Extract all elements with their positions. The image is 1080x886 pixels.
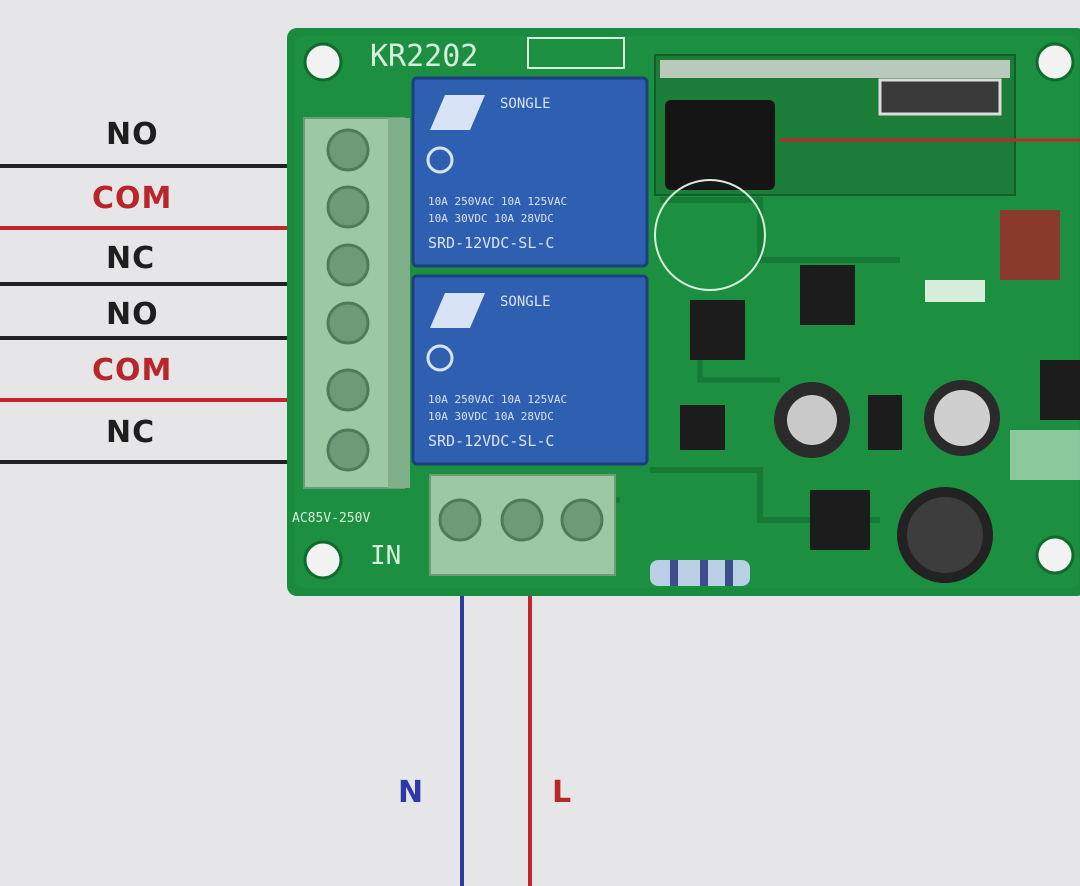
relay-rating-1: 10A 250VAC 10A 125VAC: [428, 195, 567, 208]
input-wires: [460, 585, 532, 886]
terminal-screw: [500, 498, 544, 542]
board-model-label: KR2202: [370, 39, 478, 74]
terminal-screw: [326, 185, 370, 229]
relay-rating-2: 10A 30VDC 10A 28VDC: [428, 410, 554, 423]
label-com-1: COM: [92, 181, 173, 216]
relay-part-number: SRD-12VDC-SL-C: [428, 432, 554, 450]
mounting-hole: [303, 42, 343, 82]
rf-receiver-module: [654, 54, 1080, 291]
board-voltage-label: AC85V-250V: [292, 511, 370, 526]
terminal-screw: [326, 428, 370, 472]
mounting-hole: [1035, 535, 1075, 575]
relay-part-number: SRD-12VDC-SL-C: [428, 234, 554, 252]
relay-rating-1: 10A 250VAC 10A 125VAC: [428, 393, 567, 406]
input-terminal-block: [429, 474, 616, 576]
output-terminal-block: [303, 117, 410, 489]
label-no-2: NO: [106, 297, 159, 332]
capacitor: [774, 380, 1000, 583]
terminal-screw: [438, 498, 482, 542]
relay-1: SONGLE 10A 250VAC 10A 125VAC 10A 30VDC 1…: [411, 76, 649, 268]
relay-brand: SONGLE: [500, 96, 551, 112]
board-power-label: IN: [370, 541, 401, 571]
terminal-screw: [560, 498, 604, 542]
label-no-1: NO: [106, 117, 159, 152]
resistor: [650, 560, 750, 586]
relay-2: SONGLE 10A 250VAC 10A 125VAC 10A 30VDC 1…: [411, 274, 649, 466]
label-nc-1: NC: [106, 241, 156, 276]
label-nc-2: NC: [106, 415, 156, 450]
mounting-hole: [303, 540, 343, 580]
label-neutral: N: [398, 775, 425, 810]
terminal-screw: [326, 301, 370, 345]
label-com-2: COM: [92, 353, 173, 388]
terminal-screw: [326, 368, 370, 412]
relay-rating-2: 10A 30VDC 10A 28VDC: [428, 212, 554, 225]
mounting-hole: [1035, 42, 1075, 82]
smd-components: [925, 210, 1080, 480]
terminal-screw: [326, 128, 370, 172]
label-live: L: [552, 775, 573, 810]
ic-chip: [680, 265, 870, 550]
terminal-screw: [326, 243, 370, 287]
relay-brand: SONGLE: [500, 294, 551, 310]
output-wires: [0, 164, 330, 464]
